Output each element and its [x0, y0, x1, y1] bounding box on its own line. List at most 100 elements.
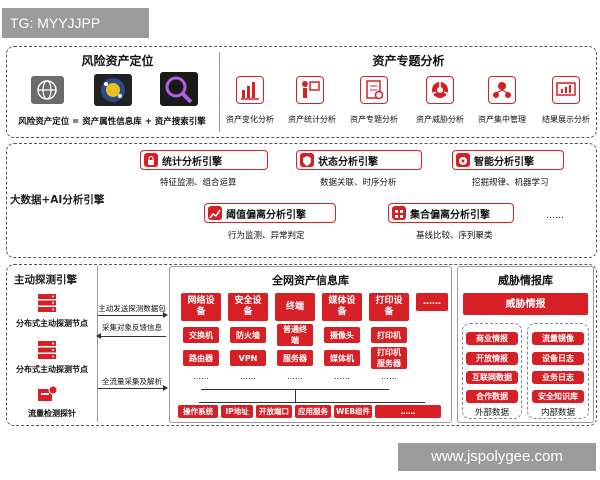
shield-icon [300, 153, 314, 167]
arrow-head-3 [163, 385, 168, 391]
brain-icon [456, 153, 470, 167]
cat-media: 媒体设备 [322, 293, 362, 321]
device-media-player: 媒体机 [324, 350, 360, 366]
middle-ellipsis: …… [546, 211, 564, 221]
attr-port: 开放端口 [256, 405, 292, 418]
device-router: 路由器 [183, 350, 219, 366]
engine-threshold-sub: 行为监测、异常判定 [228, 231, 305, 241]
arrow-label-1: 主动发送探测数据包 [98, 304, 166, 313]
attr-ip: IP地址 [221, 405, 253, 418]
intel-internet: 互联网数据 [466, 371, 518, 384]
cat-network: 网络设备 [181, 293, 221, 321]
special-item-5: 资产集中管理 [478, 115, 526, 124]
threat-internal-group [527, 323, 589, 419]
server-icon-1 [36, 293, 58, 313]
arrow-line-3 [98, 388, 164, 389]
attr-service: 应用服务 [295, 405, 331, 418]
grid-icon [392, 206, 406, 220]
central-management-icon [488, 76, 516, 104]
engine-set-deviation-header [388, 203, 514, 223]
cat-print: 打印设备 [369, 293, 409, 321]
engine-state-title: 状态分析引擎 [318, 157, 378, 168]
threat-library-box [457, 266, 594, 423]
engine-intelligent-header [452, 150, 564, 170]
probe-column [8, 266, 98, 422]
arrow-head-1 [163, 312, 168, 318]
chart-line-icon [208, 206, 222, 220]
attr-more: …… [375, 405, 441, 418]
engine-statistics-header [140, 150, 268, 170]
engine-state: 状态分析引擎 数据关联、时序分析 [296, 150, 422, 192]
asset-library-box [169, 266, 452, 423]
intel-device-log: 设备日志 [532, 352, 584, 365]
device-firewall: 防火墙 [230, 327, 266, 343]
engine-intelligent-sub: 挖掘规律、机器学习 [472, 178, 549, 188]
cat-security: 安全设备 [228, 293, 268, 321]
dots-1: …… [193, 372, 209, 381]
special-icons: 资产变化分析 资产统计分析 资产专题分析 资产威胁分析 资产集中管理 结果展示分… [226, 72, 596, 132]
arrow-line-1 [98, 315, 164, 316]
attr-os: 操作系统 [178, 405, 218, 418]
risk-title: 风险资产定位 [81, 54, 154, 68]
probe-node-1: 分布式主动探测节点 [16, 319, 88, 328]
database-icon [94, 74, 132, 106]
watermark: www.jspolygee.com [398, 443, 596, 471]
special-item-4: 资产威胁分析 [416, 115, 464, 124]
search-engine-icon [160, 72, 198, 106]
top-panel [6, 46, 597, 138]
intel-business-log: 业务日志 [532, 371, 584, 384]
connector-v [295, 389, 296, 403]
device-print-server: 打印机服务器 [371, 347, 407, 369]
arrow-label-2: 采集对象反馈信息 [102, 323, 162, 332]
top-divider [219, 52, 220, 132]
special-item-1: 资产变化分析 [226, 115, 274, 124]
lock-icon [144, 153, 158, 167]
engine-intelligent-title: 智能分析引擎 [474, 157, 534, 168]
threat-analysis-icon [426, 76, 454, 104]
bottom-panel [6, 264, 597, 426]
device-terminal: 普通终端 [277, 324, 313, 346]
threat-header: 威胁情报 [463, 293, 588, 315]
dots-2: …… [240, 372, 256, 381]
engine-statistics-title: 统计分析引擎 [162, 157, 222, 168]
dots-5: …… [381, 372, 397, 381]
dots-4: …… [334, 372, 350, 381]
intel-open: 开放情报 [466, 352, 518, 365]
connector-bottom [199, 402, 425, 403]
intel-partner: 合作数据 [466, 390, 518, 403]
server-icon-2 [36, 340, 58, 360]
engine-statistics: 统计分析引擎 特征监测、组合运算 [140, 150, 268, 192]
tag-label: TG: MYYJJPP [2, 8, 149, 38]
engine-threshold-header [204, 203, 336, 223]
engine-threshold-title: 阈值偏离分析引擎 [226, 210, 306, 221]
special-item-6: 结果展示分析 [542, 115, 590, 124]
probe-node-2: 分布式主动探测节点 [16, 365, 88, 374]
engine-state-sub: 数据关联、时序分析 [320, 178, 397, 188]
probe-title: 主动探测引擎 [14, 274, 77, 286]
probe-flow: 流量检测探针 [28, 409, 76, 418]
result-display-icon [552, 76, 580, 104]
arrow-head-2 [96, 333, 101, 339]
statistics-analysis-icon [296, 76, 324, 104]
engine-set-deviation: 集合偏离分析引擎 基线比较、序列聚类 [388, 203, 514, 245]
engine-statistics-sub: 特征监测、组合运算 [160, 178, 237, 188]
external-label: 外部数据 [474, 408, 509, 418]
engine-threshold: 阈值偏离分析引擎 行为监测、异常判定 [204, 203, 336, 245]
threat-library-title: 威胁情报库 [498, 274, 553, 287]
dots-3: …… [287, 372, 303, 381]
engine-set-deviation-sub: 基线比较、序列聚类 [416, 231, 493, 241]
middle-label: 大数据+AI分析引擎 [10, 194, 105, 206]
engine-state-header [296, 150, 422, 170]
attr-web: WEB组件 [334, 405, 372, 418]
special-item-2: 资产统计分析 [288, 115, 336, 124]
engine-set-deviation-title: 集合偏离分析引擎 [410, 210, 490, 221]
intel-commercial: 商业情报 [466, 332, 518, 345]
arrow-line-2 [100, 336, 166, 337]
cat-more: …… [416, 293, 448, 311]
device-camera: 摄像头 [324, 327, 360, 343]
special-item-3: 资产专题分析 [350, 115, 398, 124]
asset-library-title: 全网资产信息库 [272, 274, 349, 287]
internal-label: 内部数据 [540, 408, 575, 418]
cat-terminal: 终端 [275, 293, 315, 321]
device-switch: 交换机 [183, 327, 219, 343]
